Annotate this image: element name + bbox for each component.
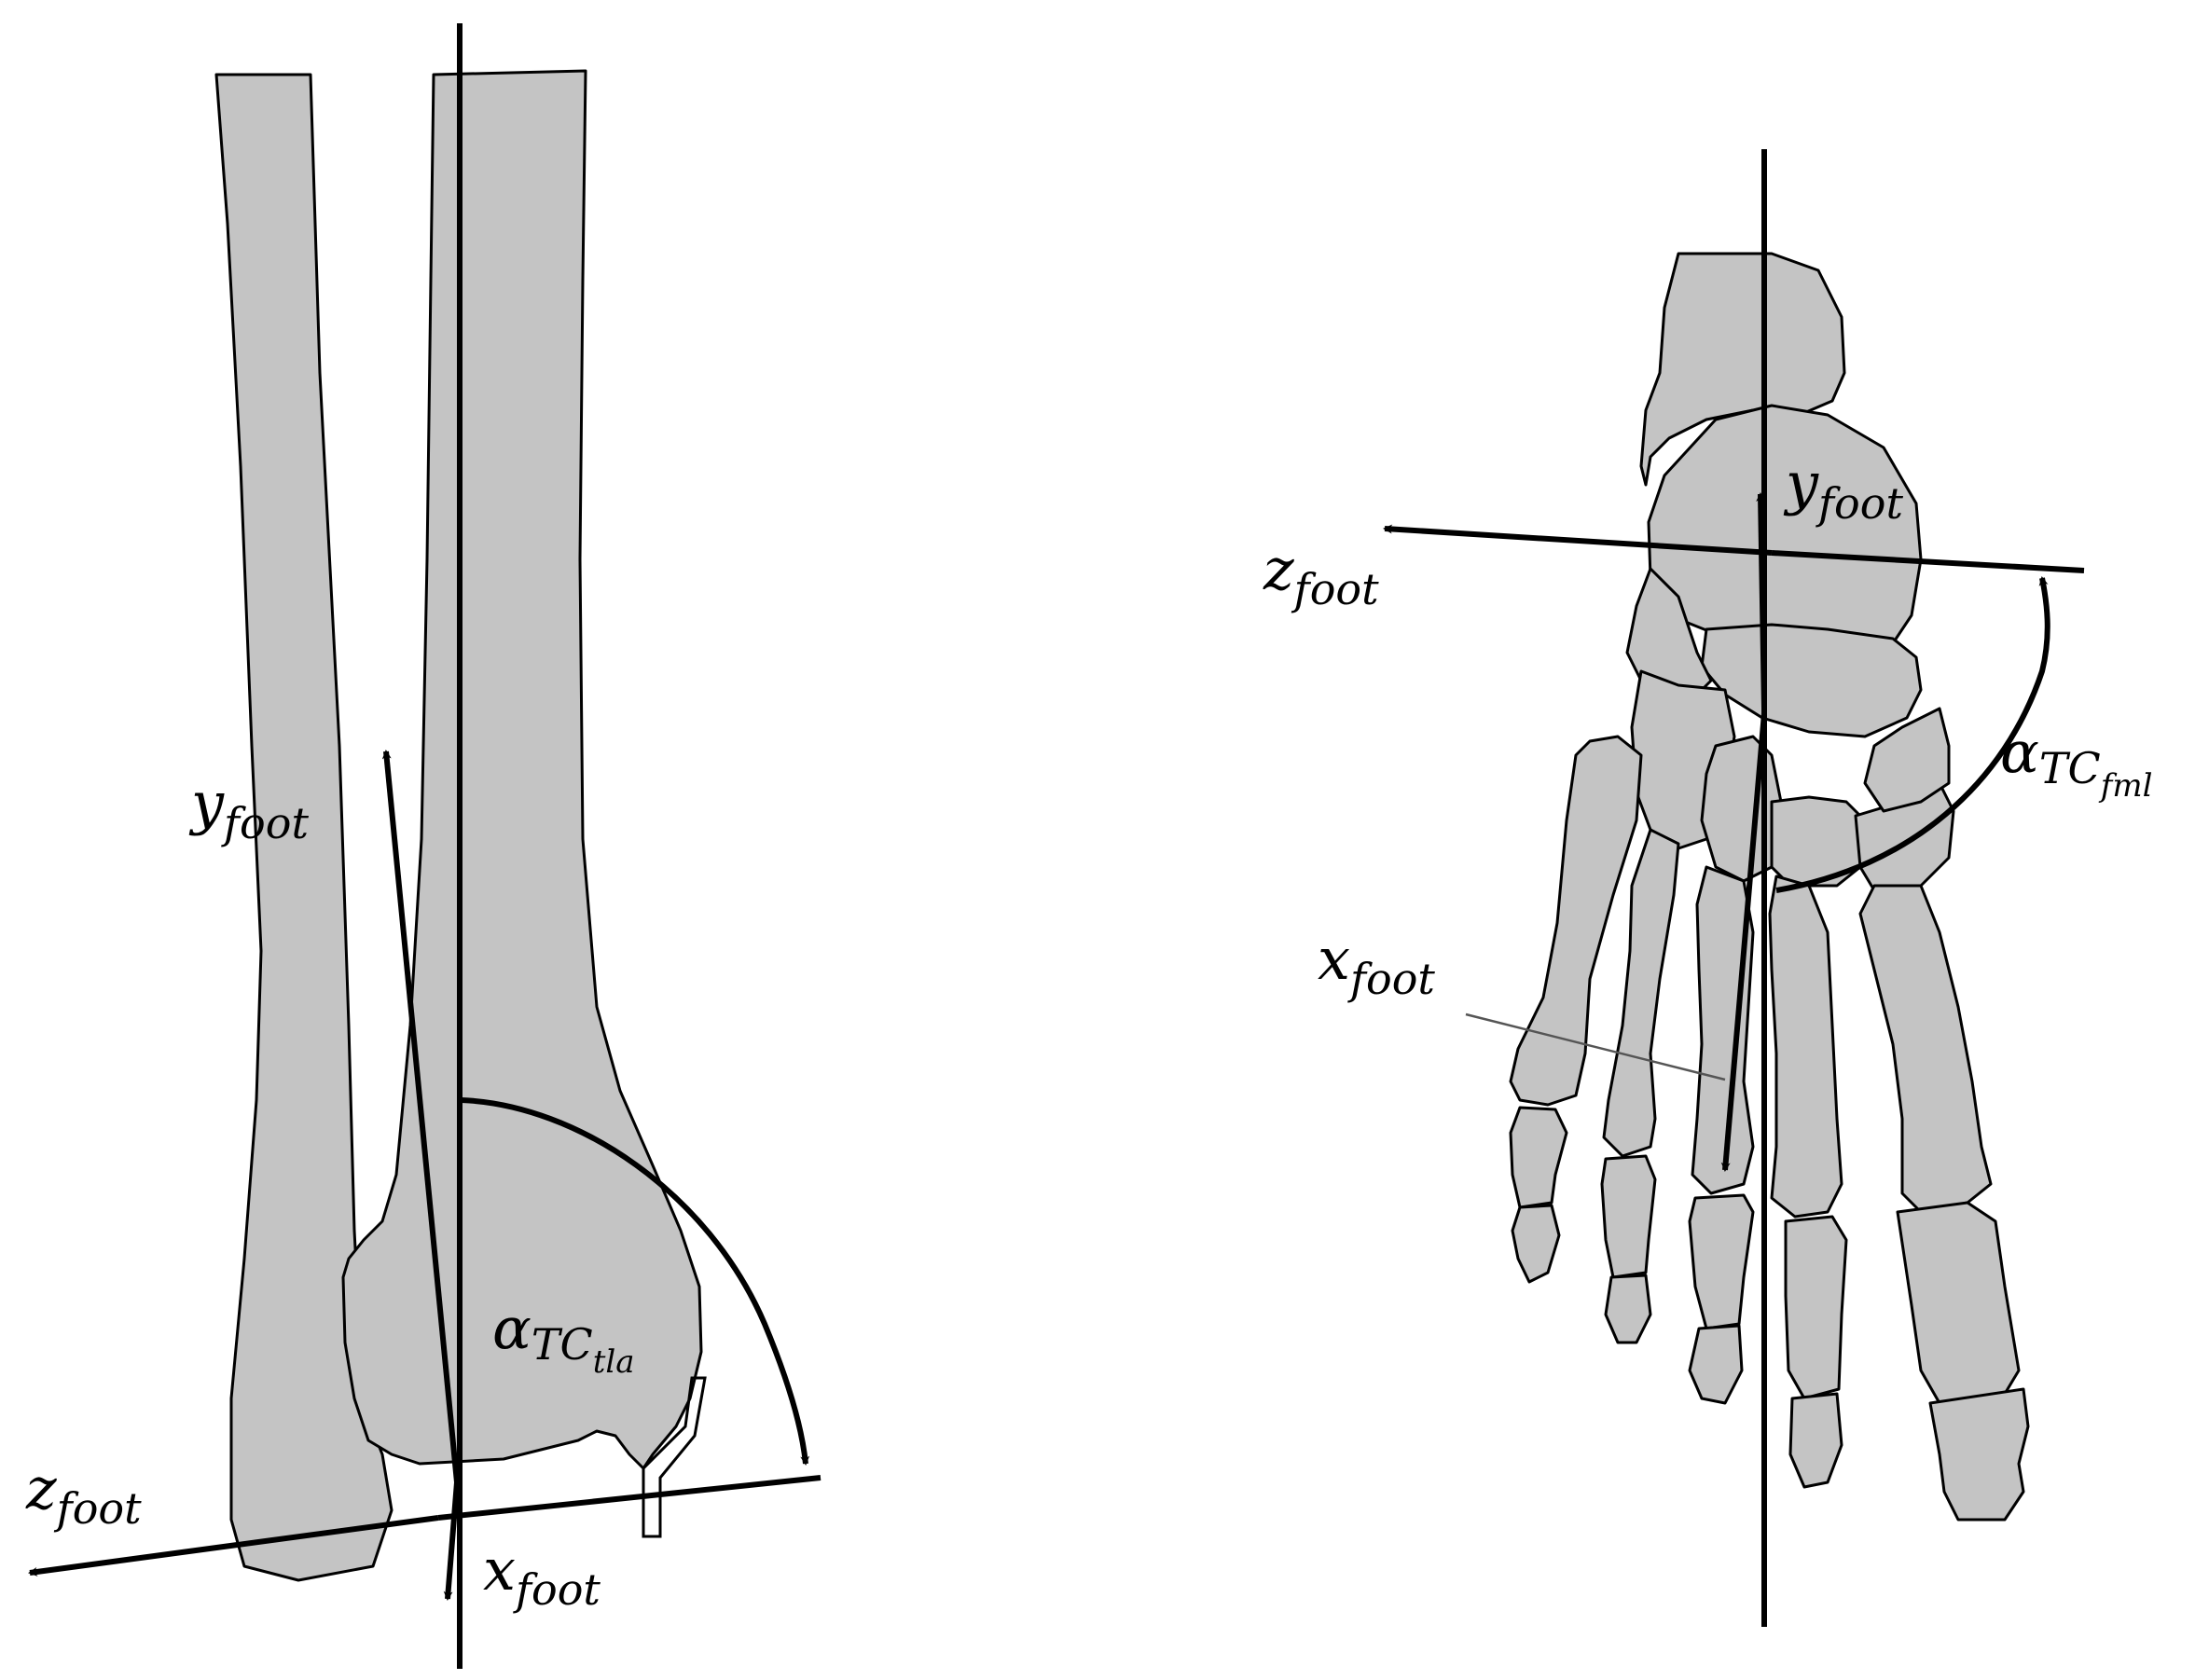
cuneiform-middle-bone xyxy=(1700,735,1783,883)
phalanx-1-distal xyxy=(1928,1387,2030,1522)
ground-line xyxy=(437,1475,821,1521)
x-foot-arrow-2 xyxy=(1720,712,1767,1172)
metatarsal-5-bone xyxy=(1509,735,1643,1107)
phalanx-3-distal xyxy=(1688,1324,1744,1405)
y-foot-arrow-2 xyxy=(1756,492,1767,709)
metatarsal-3-bone xyxy=(1691,865,1755,1195)
phalanx-2-proximal xyxy=(1784,1215,1848,1400)
medial-midfoot-bone xyxy=(1863,707,1951,813)
ankle-lateral-view: yfoot zfoot xfoot αTCtla xyxy=(25,23,821,1669)
metatarsal-1-bone xyxy=(1858,884,1993,1214)
peg-marker xyxy=(642,1376,707,1538)
phalanx-3-proximal xyxy=(1688,1193,1755,1330)
angle-arc-fml xyxy=(1775,576,2050,893)
y-foot-arrow xyxy=(381,750,460,1483)
label-angle-tla: αTCtla xyxy=(492,1294,635,1381)
z-foot-line xyxy=(1771,550,2085,573)
label-x-foot-ankle: xfoot xyxy=(483,1535,601,1615)
z-foot-arrow xyxy=(28,1515,439,1577)
metatarsal-4-bone xyxy=(1602,828,1680,1158)
phalanx-4-distal xyxy=(1604,1274,1652,1344)
phalanx-4-proximal xyxy=(1600,1154,1657,1279)
phalanx-5-distal xyxy=(1511,1204,1561,1284)
label-y-foot-ankle: yfoot xyxy=(188,769,309,848)
label-y-foot-foot: yfoot xyxy=(1783,449,1903,529)
label-z-foot-foot: zfoot xyxy=(1263,535,1379,614)
metatarsal-2-bone xyxy=(1768,874,1843,1219)
label-x-foot-foot: xfoot xyxy=(1318,925,1435,1004)
z-foot-arrow-2 xyxy=(1383,524,1773,556)
label-z-foot-ankle: zfoot xyxy=(25,1454,142,1534)
phalanx-1-proximal xyxy=(1896,1201,2021,1405)
navicular-bone xyxy=(1700,623,1923,738)
tibia-bone xyxy=(341,69,703,1470)
angle-arc-tla xyxy=(461,1097,810,1466)
foot-ap-view: yfoot zfoot xfoot αTCfml xyxy=(1263,149,2152,1627)
label-angle-fml: αTCfml xyxy=(2000,718,2152,805)
x-foot-pointer xyxy=(1465,1012,1726,1081)
fibula-bone xyxy=(214,73,393,1582)
phalanx-5-proximal xyxy=(1509,1106,1568,1209)
calcaneus-bone xyxy=(1639,252,1846,487)
x-foot-arrow xyxy=(443,1481,460,1601)
phalanx-2-distal xyxy=(1788,1392,1843,1489)
